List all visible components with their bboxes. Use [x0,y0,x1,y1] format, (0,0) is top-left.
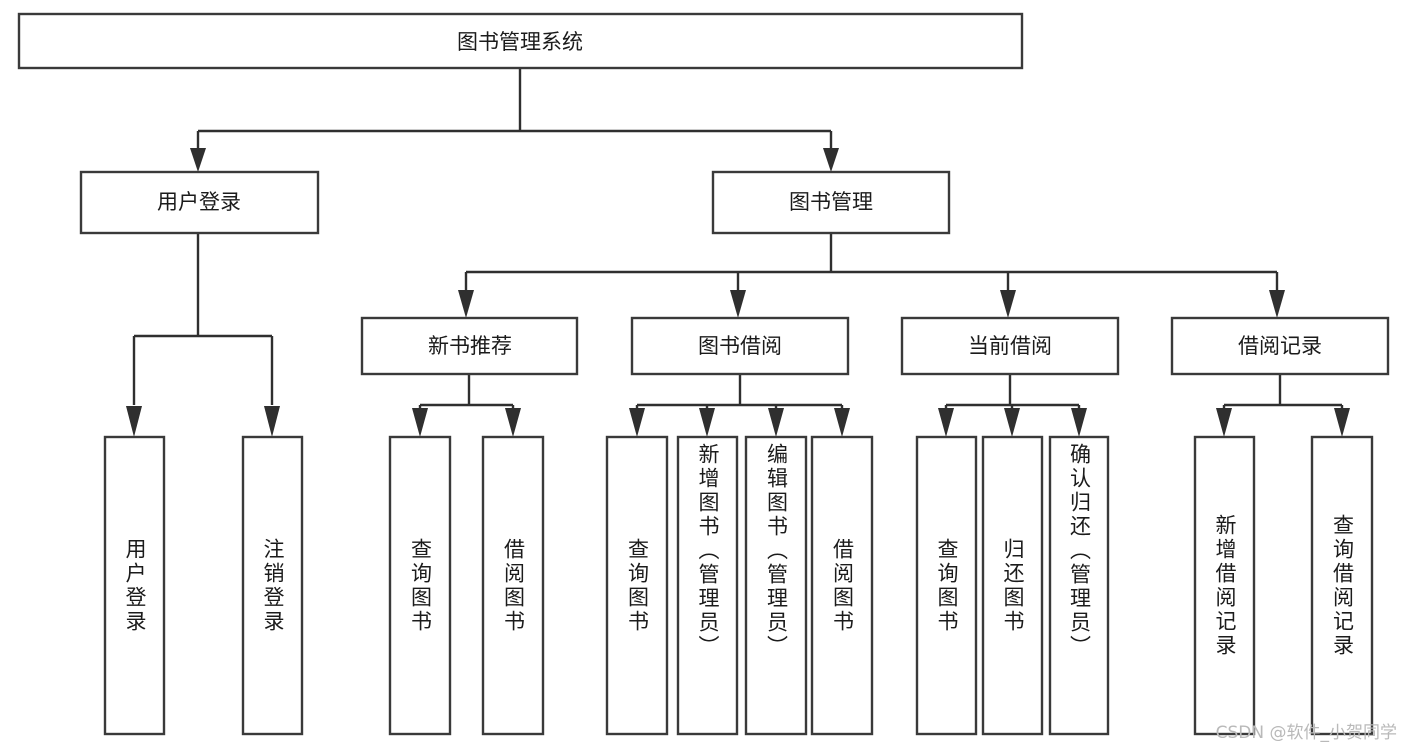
node-book-borrow-label: 图书借阅 [698,334,782,358]
leaf-return-book[interactable]: 归还图书 [981,435,1044,736]
leaf-query-book-2-box[interactable] [605,435,669,736]
leaf-add-book[interactable]: 新增图书（管理员） [676,435,739,736]
arrow-head-leaf-confirm-return [1071,408,1087,437]
node-new-book-recommend-label: 新书推荐 [428,334,512,358]
arrow-head-leaf-edit-book [768,408,784,437]
leaf-add-record[interactable]: 新增借阅记录 [1193,435,1256,736]
leaf-add-book-text-wrap: 新增图书（管理员） [696,443,720,659]
node-root[interactable]: 图书管理系统 [17,12,1024,70]
leaf-confirm-return-text-wrap: 确认归还（管理员） [1067,443,1092,659]
arrow-head-current-borrow [1000,290,1016,318]
node-user-login-box[interactable] [79,170,320,235]
leaf-add-record-label: 新增借阅记录 [1213,513,1237,658]
arrow-head-new-book-recommend [458,290,474,318]
arrow-head-leaf-query-record [1334,408,1350,437]
arrow-head-leaf-query-book-3 [938,408,954,437]
leaf-query-book-1[interactable]: 查询图书 [388,435,452,736]
leaf-query-record-text-wrap: 查询借阅记录 [1330,513,1355,658]
leaf-query-book-3[interactable]: 查询图书 [915,435,978,736]
leaf-query-book-3-box[interactable] [915,435,978,736]
arrow-head-book-manage [823,148,839,172]
node-book-borrow-box[interactable] [630,316,850,376]
node-book-borrow[interactable]: 图书借阅 [630,316,850,376]
leaf-query-book-1-box[interactable] [388,435,452,736]
leaf-query-record-box[interactable] [1310,435,1374,736]
arrow-head-leaf-borrow-book-2 [834,408,850,437]
leaf-borrow-book-1-box[interactable] [481,435,545,736]
leaf-user-logout-text-wrap: 注销登录 [261,537,285,634]
leaf-query-book-2-label: 查询图书 [625,537,650,634]
node-current-borrow[interactable]: 当前借阅 [900,316,1120,376]
arrow-head-leaf-borrow-book-1 [505,408,521,437]
leaf-edit-book-label: 编辑图书（管理员） [764,443,789,659]
arrow-head-user-login [190,148,206,172]
leaf-user-login-text-wrap: 用户登录 [123,537,147,634]
leaf-query-book-2[interactable]: 查询图书 [605,435,669,736]
node-borrow-record[interactable]: 借阅记录 [1170,316,1390,376]
node-root-label: 图书管理系统 [457,30,583,54]
arrow-head-borrow-record [1269,290,1285,318]
node-new-book-recommend[interactable]: 新书推荐 [360,316,579,376]
leaf-query-record-label: 查询借阅记录 [1330,513,1355,658]
leaf-add-record-box[interactable] [1193,435,1256,736]
leaf-borrow-book-2-text-wrap: 借阅图书 [830,537,855,634]
leaf-borrow-book-2-label: 借阅图书 [830,537,855,634]
node-user-login[interactable]: 用户登录 [79,170,320,235]
node-user-login-label: 用户登录 [157,190,241,214]
leaf-add-book-box[interactable] [676,435,739,736]
leaf-edit-book[interactable]: 编辑图书（管理员） [744,435,808,736]
leaf-return-book-text-wrap: 归还图书 [1001,537,1025,634]
leaf-user-login[interactable]: 用户登录 [103,435,166,736]
leaf-query-book-3-label: 查询图书 [935,537,959,634]
leaf-return-book-box[interactable] [981,435,1044,736]
leaf-query-book-1-text-wrap: 查询图书 [408,537,433,634]
leaf-confirm-return-box[interactable] [1048,435,1110,736]
arrow-head-leaf-user-login [126,406,142,437]
leaf-return-book-label: 归还图书 [1001,537,1025,634]
node-current-borrow-label: 当前借阅 [968,334,1052,358]
arrow-head-leaf-add-book [699,408,715,437]
leaf-query-book-1-label: 查询图书 [408,537,433,634]
arrow-head-leaf-query-book-2 [629,408,645,437]
leaf-confirm-return-label: 确认归还（管理员） [1067,443,1092,659]
leaf-edit-book-box[interactable] [744,435,808,736]
node-book-manage-label: 图书管理 [789,190,873,214]
arrow-head-book-borrow [730,290,746,318]
node-root-box[interactable] [17,12,1024,70]
node-new-book-recommend-box[interactable] [360,316,579,376]
leaf-edit-book-text-wrap: 编辑图书（管理员） [764,443,789,659]
leaf-user-logout-box[interactable] [241,435,304,736]
node-borrow-record-box[interactable] [1170,316,1390,376]
arrow-head-leaf-return-book [1004,408,1020,437]
leaf-borrow-book-1-text-wrap: 借阅图书 [501,537,526,634]
leaf-add-record-text-wrap: 新增借阅记录 [1213,513,1237,658]
leaf-borrow-book-2[interactable]: 借阅图书 [810,435,874,736]
leaf-add-book-label: 新增图书（管理员） [696,443,720,659]
leaf-user-login-box[interactable] [103,435,166,736]
leaf-user-logout[interactable]: 注销登录 [241,435,304,736]
node-borrow-record-label: 借阅记录 [1238,334,1322,358]
node-book-manage-box[interactable] [711,170,951,235]
node-book-manage[interactable]: 图书管理 [711,170,951,235]
leaf-user-logout-label: 注销登录 [261,537,285,634]
leaf-query-record[interactable]: 查询借阅记录 [1310,435,1374,736]
leaf-confirm-return[interactable]: 确认归还（管理员） [1048,435,1110,736]
leaf-user-login-label: 用户登录 [123,537,147,634]
leaf-borrow-book-2-box[interactable] [810,435,874,736]
leaf-query-book-2-text-wrap: 查询图书 [625,537,650,634]
arrow-head-leaf-query-book-1 [412,408,428,437]
arrow-head-leaf-user-logout [264,406,280,437]
arrow-head-leaf-add-record [1216,408,1232,437]
connector-layer [126,69,1350,437]
node-current-borrow-box[interactable] [900,316,1120,376]
leaf-query-book-3-text-wrap: 查询图书 [935,537,959,634]
leaf-borrow-book-1-label: 借阅图书 [501,537,526,634]
leaf-borrow-book-1[interactable]: 借阅图书 [481,435,545,736]
